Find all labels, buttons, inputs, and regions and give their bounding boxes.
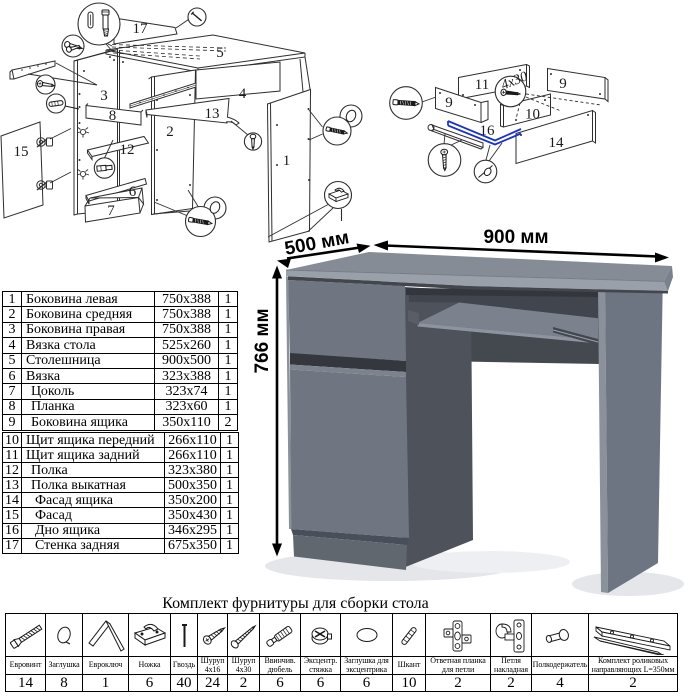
svg-text:15: 15 — [14, 144, 29, 160]
svg-text:17: 17 — [133, 21, 149, 37]
svg-text:16: 16 — [480, 123, 496, 139]
svg-text:2: 2 — [166, 124, 174, 140]
svg-text:766 мм: 766 мм — [252, 308, 273, 373]
svg-text:10: 10 — [525, 107, 540, 123]
svg-text:3: 3 — [100, 88, 108, 104]
svg-text:9: 9 — [445, 95, 453, 111]
svg-text:9: 9 — [559, 76, 567, 92]
svg-text:6: 6 — [129, 184, 137, 200]
svg-text:8: 8 — [109, 108, 117, 124]
svg-text:14: 14 — [549, 135, 565, 151]
svg-text:12: 12 — [120, 142, 135, 158]
svg-text:13: 13 — [205, 106, 220, 122]
svg-text:4: 4 — [239, 86, 247, 102]
svg-text:11: 11 — [475, 77, 489, 93]
svg-text:900 мм: 900 мм — [483, 227, 548, 248]
svg-text:1: 1 — [283, 153, 291, 169]
svg-text:7: 7 — [107, 203, 115, 219]
svg-text:5: 5 — [216, 45, 224, 61]
